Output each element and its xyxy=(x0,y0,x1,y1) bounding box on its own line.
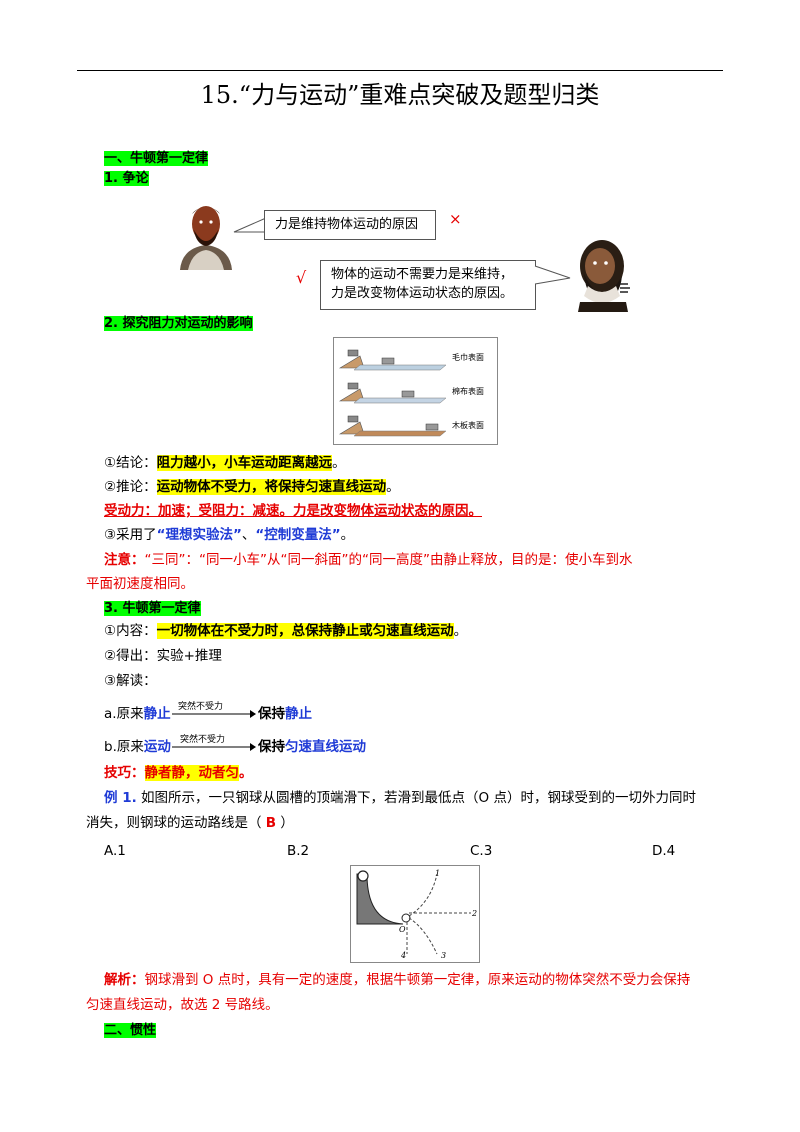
subheading-newton-law: 3. 牛顿第一定律 xyxy=(104,601,201,616)
example-question-1: 例 1. 如图所示，一只钢球从圆槽的顶端滑下，若滑到最低点（O 点）时，钢球受到… xyxy=(104,790,696,806)
subheading-resistance: 2. 探究阻力对运动的影响 xyxy=(104,316,253,331)
point-label-o: O xyxy=(399,925,406,934)
tip-line: 技巧：静者静，动者匀。 xyxy=(104,765,253,781)
header-rule xyxy=(77,70,723,71)
law-content-line: ①内容：一切物体在不受力时，总保持静止或匀速直线运动。 xyxy=(104,623,468,639)
section-heading-2: 二、惯性 xyxy=(104,1023,157,1038)
bubble-pointer-right xyxy=(534,265,571,285)
path-label-1: 1 xyxy=(435,869,440,878)
example-question-2: 消失，则钢球的运动路线是（ B ） xyxy=(86,815,294,831)
ball-track-figure: 1 2 3 4 O xyxy=(350,865,480,963)
aristotle-portrait xyxy=(180,206,232,270)
interpret-a: a.原来静止 xyxy=(104,706,171,722)
arrow-label-a: 突然不受力 xyxy=(178,702,224,712)
note-line-2: 平面初速度相同。 xyxy=(86,576,194,592)
subheading-debate: 1. 争论 xyxy=(104,171,149,186)
incline-wood xyxy=(338,415,447,437)
inference-line: ②推论：运动物体不受力，将保持匀速直线运动。 xyxy=(104,479,400,495)
analysis-line-2: 匀速直线运动，故选 2 号路线。 xyxy=(86,997,279,1013)
interpret-a-result: 保持静止 xyxy=(258,706,312,722)
ball-path-diagram: 1 2 3 4 O xyxy=(356,869,477,960)
path-label-4: 4 xyxy=(400,951,406,960)
incline-cotton xyxy=(338,382,447,404)
note-line-1: 注意：“三同”：“同一小车”从“同一斜面”的“同一高度”由静止释放，目的是：使小… xyxy=(104,552,633,568)
surface-label-cotton: 棉布表面 xyxy=(452,386,484,396)
incline-towel xyxy=(338,349,447,371)
callout-galileo: 物体的运动不需要力是来维持， 力是改变物体运动状态的原因。 xyxy=(320,260,536,310)
galileo-portrait xyxy=(578,240,630,312)
arrow-a-icon xyxy=(172,710,256,718)
derive-line: ②得出：实验+推理 xyxy=(104,648,222,664)
wrong-mark: × xyxy=(449,210,462,228)
experiment-figure: 毛巾表面 棉布表面 木板表面 xyxy=(333,337,498,445)
interpret-b: b.原来运动 xyxy=(104,739,171,755)
arrow-b-icon xyxy=(172,743,256,751)
analysis-line-1: 解析：钢球滑到 O 点时，具有一定的速度，根据牛顿第一定律，原来运动的物体突然不… xyxy=(104,972,691,988)
path-label-2: 2 xyxy=(471,909,477,918)
incline-diagram: 毛巾表面 棉布表面 木板表面 xyxy=(338,349,484,437)
interpret-b-result: 保持匀速直线运动 xyxy=(258,739,366,755)
force-effect-line: 受动力：加速；受阻力：减速。力是改变物体运动状态的原因。 xyxy=(104,503,482,519)
interpret-line: ③解读： xyxy=(104,673,157,689)
option-d: D.4 xyxy=(652,843,676,859)
method-line: ③采用了“理想实验法”、“控制变量法”。 xyxy=(104,527,355,543)
option-a: A.1 xyxy=(104,843,126,859)
conclusion-line: ①结论：阻力越小，小车运动距离越远。 xyxy=(104,455,346,471)
callout-aristotle: 力是维持物体运动的原因 xyxy=(264,210,436,240)
section-heading-1: 一、牛顿第一定律 xyxy=(104,151,209,166)
correct-mark: √ xyxy=(296,268,307,287)
surface-label-towel: 毛巾表面 xyxy=(452,352,484,362)
bubble-pointer-left xyxy=(233,217,267,233)
page-title: 15.“力与运动”重难点突破及题型归类 xyxy=(200,81,600,109)
option-c: C.3 xyxy=(470,843,493,859)
path-label-3: 3 xyxy=(441,951,446,960)
option-b: B.2 xyxy=(287,843,310,859)
arrow-label-b: 突然不受力 xyxy=(180,735,226,745)
surface-label-wood: 木板表面 xyxy=(452,420,484,430)
